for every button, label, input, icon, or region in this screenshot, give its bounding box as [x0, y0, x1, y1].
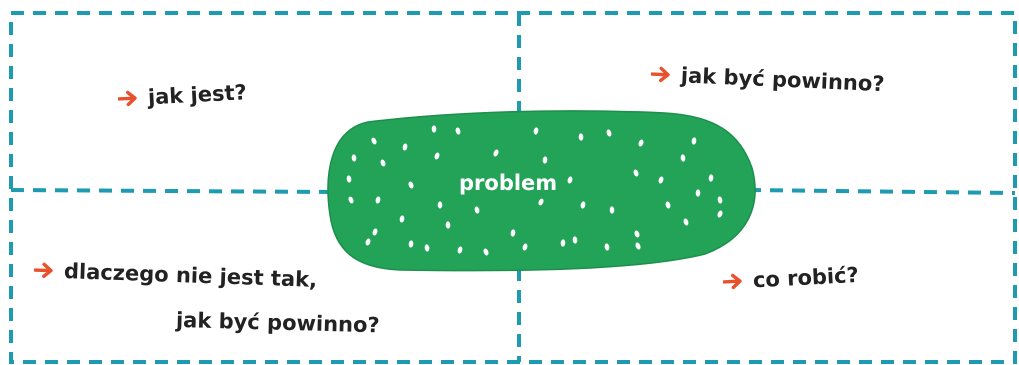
horizontal-divider-right [748, 190, 1015, 193]
arrow-right-icon [651, 65, 674, 84]
quadrant-text-bottom-left-line2: jak być powinno? [176, 310, 380, 336]
quadrant-text-top-left: jak jest? [147, 82, 247, 108]
arrow-right-icon [723, 272, 746, 291]
quadrant-text-bottom-right: co robić? [752, 264, 859, 291]
blob-dot [438, 201, 443, 208]
arrow-right-icon [34, 261, 57, 280]
problem-label: problem [459, 173, 557, 194]
arrow-right-icon [118, 89, 141, 108]
horizontal-divider-left [11, 190, 330, 192]
